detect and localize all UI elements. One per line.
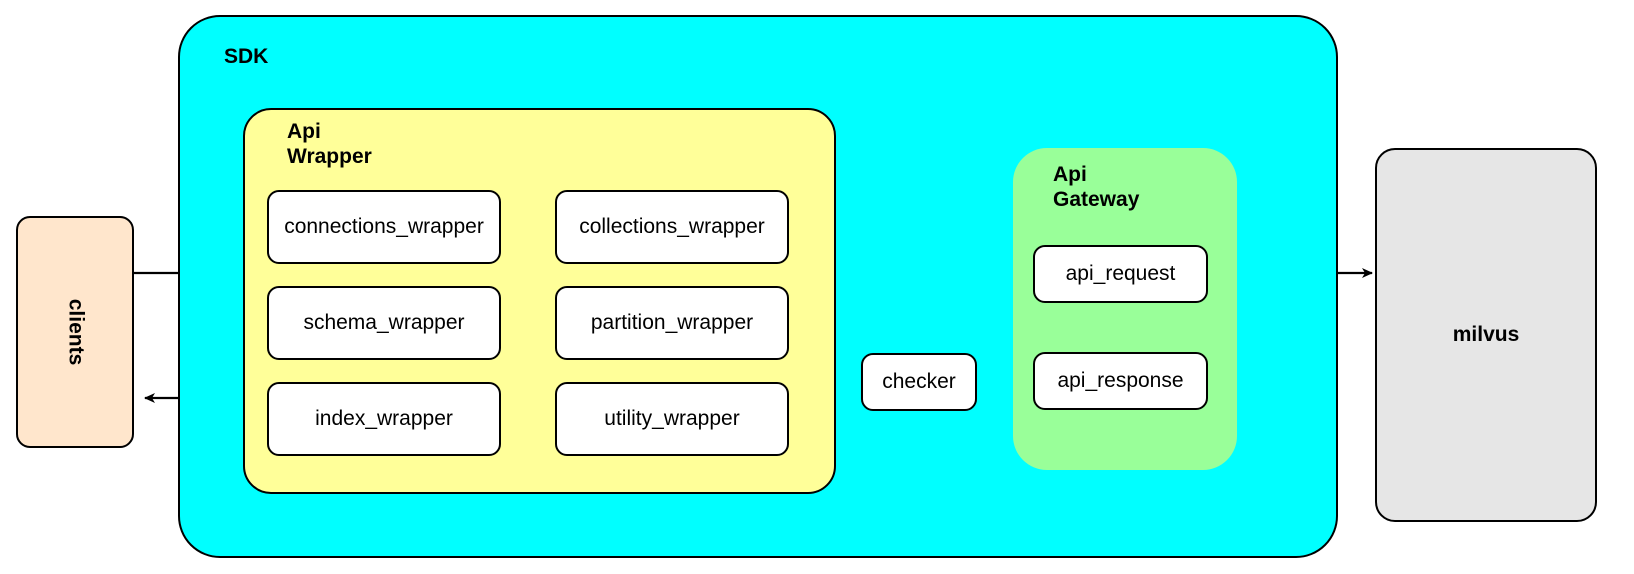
clients-box[interactable]: clients	[16, 216, 134, 448]
collections-wrapper-box[interactable]: collections_wrapper	[555, 190, 789, 264]
connections-wrapper-box[interactable]: connections_wrapper	[267, 190, 501, 264]
index-wrapper-label: index_wrapper	[315, 407, 453, 430]
schema-wrapper-box[interactable]: schema_wrapper	[267, 286, 501, 360]
partition-wrapper-box[interactable]: partition_wrapper	[555, 286, 789, 360]
checker-box[interactable]: checker	[861, 353, 977, 411]
schema-wrapper-label: schema_wrapper	[303, 311, 465, 334]
api-gateway-label: Api Gateway	[1053, 163, 1140, 212]
sdk-label: SDK	[224, 45, 269, 68]
api-response-box[interactable]: api_response	[1033, 352, 1208, 410]
collections-wrapper-label: collections_wrapper	[579, 215, 765, 238]
api-response-label: api_response	[1057, 369, 1184, 392]
connections-wrapper-label: connections_wrapper	[284, 215, 484, 238]
utility-wrapper-box[interactable]: utility_wrapper	[555, 382, 789, 456]
utility-wrapper-label: utility_wrapper	[604, 407, 740, 430]
checker-label: checker	[882, 370, 956, 393]
api-wrapper-container[interactable]: Api Wrapper connections_wrapper collecti…	[243, 108, 836, 494]
partition-wrapper-label: partition_wrapper	[590, 311, 754, 334]
index-wrapper-box[interactable]: index_wrapper	[267, 382, 501, 456]
milvus-label: milvus	[1452, 323, 1520, 346]
milvus-box[interactable]: milvus	[1375, 148, 1597, 522]
clients-label: clients	[64, 298, 87, 366]
api-request-label: api_request	[1065, 262, 1176, 285]
api-gateway-container[interactable]: Api Gateway api_request api_response	[1013, 148, 1237, 470]
api-request-box[interactable]: api_request	[1033, 245, 1208, 303]
api-wrapper-label: Api Wrapper	[287, 120, 372, 169]
